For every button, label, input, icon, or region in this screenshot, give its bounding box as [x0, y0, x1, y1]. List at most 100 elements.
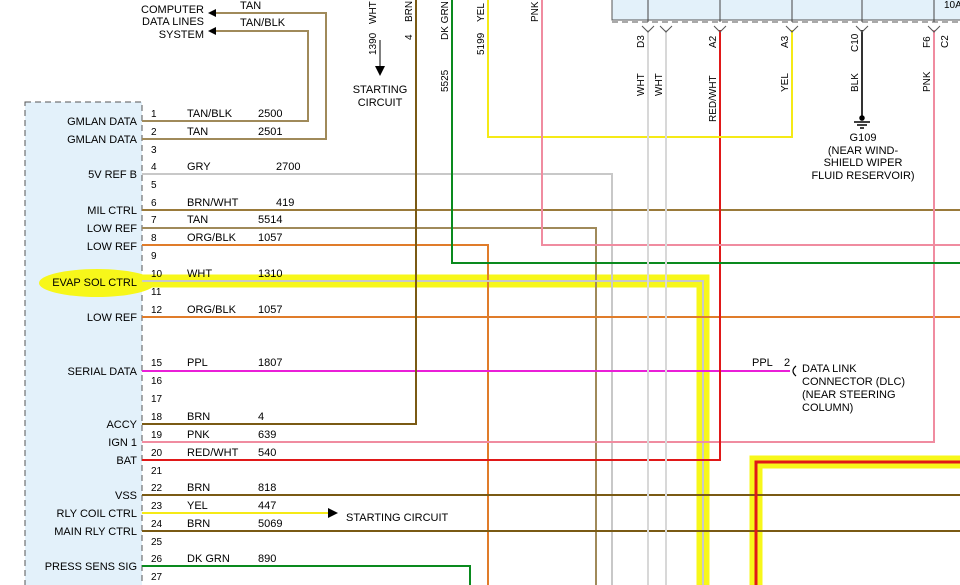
- wire-color: ORG/BLK: [187, 232, 237, 244]
- pin-number: 4: [151, 162, 157, 173]
- pin-function-label: GMLAN DATA: [67, 116, 138, 128]
- dlc-label: (NEAR STEERING: [802, 389, 896, 401]
- dlc-pin-label: 2: [784, 357, 790, 369]
- pin-number: 8: [151, 233, 157, 244]
- pin-number: 20: [151, 448, 163, 459]
- pin-function-label: IGN 1: [108, 437, 137, 449]
- wire-pin10: [142, 280, 704, 585]
- wires: [142, 0, 960, 585]
- pin-function-label: ACCY: [106, 419, 137, 431]
- pin-number: 2: [151, 127, 157, 138]
- pin-function-label: SERIAL DATA: [68, 366, 138, 378]
- computer-data-lines-label: SYSTEM: [159, 29, 204, 41]
- wire-bat-red: [754, 460, 960, 585]
- pin-function-label: LOW REF: [87, 241, 137, 253]
- circuit-number: 4: [258, 411, 264, 423]
- ground-label: G109: [850, 132, 877, 144]
- pin-number: 22: [151, 483, 163, 494]
- pin-function-label: LOW REF: [87, 312, 137, 324]
- wire-color: YEL: [187, 500, 208, 512]
- arrow-icons: [208, 9, 385, 518]
- computer-data-lines-label: DATA LINES: [142, 16, 204, 28]
- pin-function-label: MAIN RLY CTRL: [54, 526, 137, 538]
- pin-number: 6: [151, 198, 157, 209]
- pin-number: 24: [151, 519, 163, 530]
- circuit-number: 419: [276, 197, 294, 209]
- arrow-left-icon: [208, 9, 216, 17]
- wire-color: TAN/BLK: [187, 108, 233, 120]
- pin-number: 10: [151, 269, 163, 280]
- starting-circuit-right-label: STARTING CIRCUIT: [346, 512, 449, 524]
- wire-color: ORG/BLK: [187, 304, 237, 316]
- wire-color: PPL: [187, 357, 208, 369]
- ground-label: FLUID RESERVOIR): [811, 170, 914, 182]
- ground-label: (NEAR WIND-: [828, 145, 899, 157]
- wire-color: BRN: [187, 411, 210, 423]
- dlc-label: COLUMN): [802, 402, 853, 414]
- circuit-4-label: 4: [404, 34, 415, 40]
- wire-color: PNK: [187, 429, 210, 441]
- pin-number: 25: [151, 537, 163, 548]
- arrow-right-icon: [328, 508, 338, 518]
- pin-function-label: VSS: [115, 490, 137, 502]
- wire-color: BRN/WHT: [187, 197, 239, 209]
- pin-number: 17: [151, 394, 163, 405]
- circuit-number: 5514: [258, 214, 282, 226]
- pin-number: 12: [151, 305, 163, 316]
- wire-pin8: [142, 244, 489, 585]
- circuit-number: 639: [258, 429, 276, 441]
- pin-function-label: RLY COIL CTRL: [57, 508, 138, 520]
- evap-wire-highlight: [142, 274, 710, 585]
- dlc-wire-label: PPL: [752, 357, 773, 369]
- circuit-number: 2501: [258, 126, 282, 138]
- pin-number: 1: [151, 109, 157, 120]
- wire-pin1: [142, 30, 309, 122]
- dlc-label: DATA LINK: [802, 363, 857, 375]
- wht-label: WHT: [368, 1, 379, 24]
- starting-circuit-label: STARTING: [353, 84, 408, 96]
- wire-color: DK GRN: [187, 553, 230, 565]
- wire-color: RED/WHT: [187, 447, 239, 459]
- fuse-label: 10A: [944, 0, 960, 11]
- brn-label: BRN: [404, 1, 415, 22]
- wire-color-label: PNK: [922, 71, 933, 92]
- circuit-number: 2700: [276, 161, 300, 173]
- pin-number: 18: [151, 412, 163, 423]
- pin-number: 26: [151, 554, 163, 565]
- bat-wire-highlight: [749, 455, 960, 585]
- module-box: [24, 101, 143, 585]
- computer-data-lines-label: COMPUTER: [141, 4, 204, 16]
- pin-function-label: GMLAN DATA: [67, 134, 138, 146]
- connector-labels: D3 A2 A3 C10 F6 C2 WHT WHT RED/WHT YEL B…: [636, 33, 951, 182]
- pin-label: A3: [780, 35, 791, 48]
- circuit-5199-label: 5199: [476, 32, 487, 55]
- pin-label: D3: [636, 35, 647, 48]
- pin-function-label: 5V REF B: [88, 169, 137, 181]
- dk-grn-label: DK GRN: [440, 1, 451, 40]
- wire-color: BRN: [187, 482, 210, 494]
- starting-circuit-label: CIRCUIT: [358, 97, 403, 109]
- wire-pin2: [142, 12, 327, 140]
- circuit-number: 890: [258, 553, 276, 565]
- dlc-connector-icon: [792, 365, 797, 377]
- circuit-number: 1057: [258, 232, 282, 244]
- pin-label: F6: [922, 36, 933, 48]
- wire-color-label: RED/WHT: [708, 75, 719, 122]
- pin-number: 27: [151, 572, 163, 583]
- circuit-number: 2500: [258, 108, 282, 120]
- wire-color: TAN: [187, 126, 208, 138]
- pnk-label: PNK: [530, 1, 541, 22]
- tan-blk-label: TAN/BLK: [240, 17, 286, 29]
- yel-label: YEL: [476, 3, 487, 22]
- ground-icon: [854, 115, 870, 129]
- evap-sol-ctrl-label: EVAP SOL CTRL: [52, 277, 137, 289]
- pin-function-label: BAT: [116, 455, 137, 467]
- wire-pin7: [142, 227, 597, 585]
- wire-pin19: [142, 30, 935, 443]
- pin-number: 19: [151, 430, 163, 441]
- module-rows: GMLAN DATA 1 TAN/BLK 2500 GMLAN DATA 2 T…: [45, 108, 301, 583]
- circuit-number: 1807: [258, 357, 282, 369]
- pin-function-label: LOW REF: [87, 223, 137, 235]
- dlc-label: CONNECTOR (DLC): [802, 376, 905, 388]
- pin-function-label: MIL CTRL: [87, 205, 137, 217]
